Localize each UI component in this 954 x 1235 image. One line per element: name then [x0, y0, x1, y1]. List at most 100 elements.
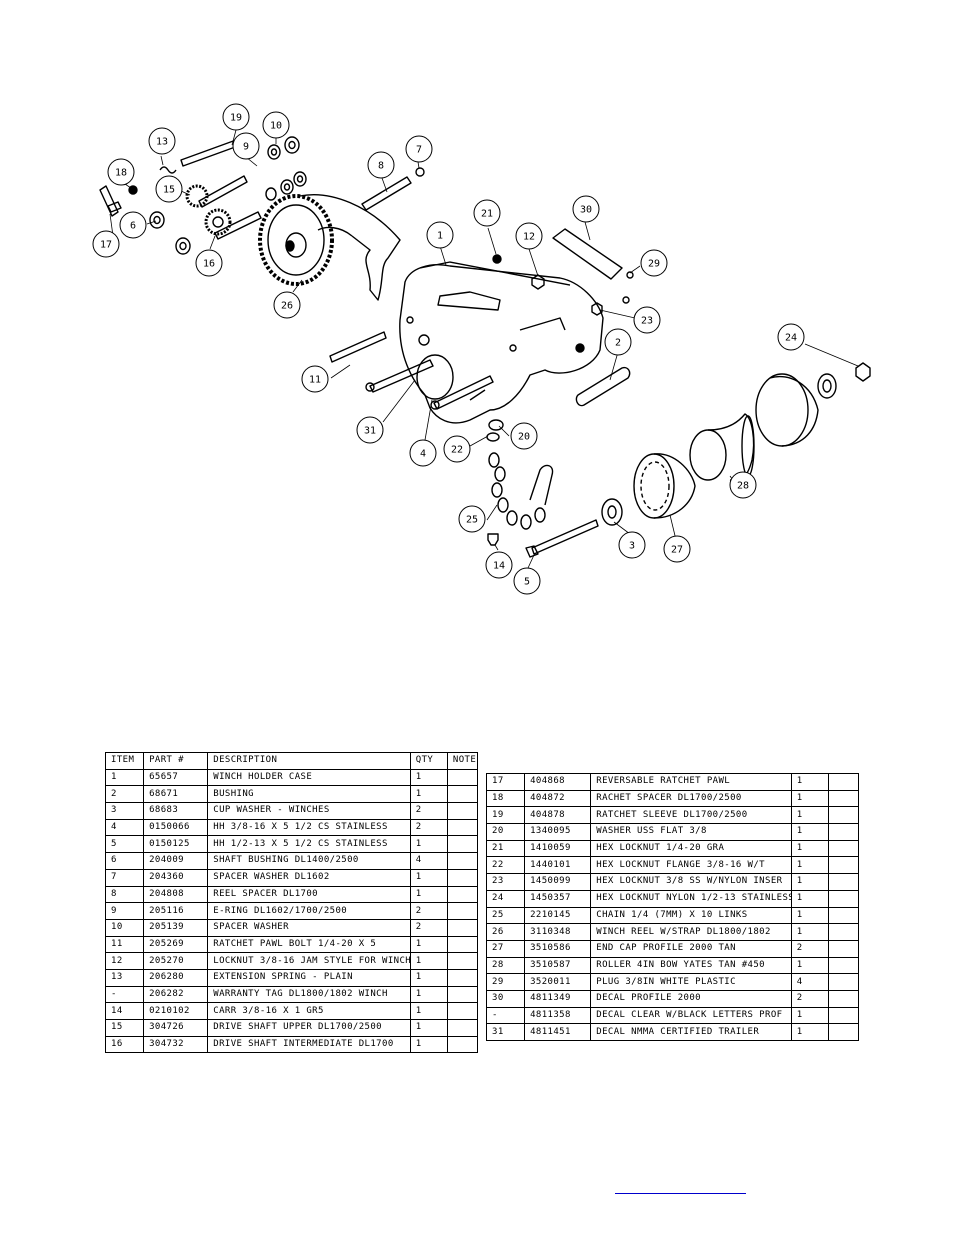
callout-circle	[155, 175, 183, 203]
callout-number: 1	[437, 231, 443, 242]
table-cell: 12	[104, 952, 145, 970]
callout-circle	[618, 531, 646, 559]
cup-washer-part	[601, 498, 623, 526]
table-cell: END CAP PROFILE 2000 TAN	[590, 939, 792, 958]
callout-number: 21	[481, 209, 493, 220]
callout-5: 5	[513, 567, 541, 595]
table-cell: PLUG 3/8IN WHITE PLASTIC	[590, 973, 792, 991]
table-cell: HEX LOCKNUT 1/4-20 GRA	[590, 839, 792, 858]
callout-circle	[409, 439, 437, 467]
table-cell: 1	[104, 768, 145, 787]
callout-3: 3	[618, 531, 646, 559]
table-cell: WASHER USS FLAT 3/8	[590, 823, 792, 841]
callout-circle	[426, 221, 454, 249]
column-header: PART #	[143, 752, 209, 770]
callout-number: 16	[203, 259, 215, 270]
long-bolt-part	[525, 519, 599, 558]
footer-link[interactable]	[615, 1183, 746, 1194]
table-cell: 304732	[143, 1035, 209, 1054]
callout-circle	[458, 505, 486, 533]
callout-circle	[572, 195, 600, 223]
callout-15: 15	[155, 175, 183, 203]
table-cell: 404878	[524, 806, 592, 825]
table-cell: -	[485, 1006, 526, 1025]
table-cell: 2	[409, 902, 448, 920]
table-cell: 9	[104, 902, 145, 920]
callout-circle	[640, 249, 668, 277]
table-cell	[827, 956, 860, 975]
table-cell: 21	[485, 839, 526, 858]
table-cell: 2210145	[524, 906, 592, 925]
winch-reel-part	[258, 194, 401, 301]
callout-number: 30	[580, 205, 592, 216]
table-cell: 1	[409, 1019, 448, 1037]
table-cell: 5	[104, 835, 145, 854]
table-cell: 68683	[143, 802, 209, 820]
callout-19: 19	[222, 103, 250, 131]
callout-circle	[107, 158, 135, 186]
callout-10: 10	[262, 111, 290, 139]
table-cell	[827, 773, 860, 791]
callout-number: 31	[364, 426, 376, 437]
table-cell: 205139	[143, 918, 209, 937]
table-cell: 1	[790, 873, 829, 891]
table-cell: 1	[409, 868, 448, 887]
callout-17: 17	[92, 230, 120, 258]
table-cell: 13	[104, 968, 145, 987]
table-cell	[827, 1023, 860, 1041]
table-cell: 26	[485, 923, 526, 941]
table-cell: REVERSABLE RATCHET PAWL	[590, 773, 792, 791]
callout-circle	[301, 365, 329, 393]
callout-1: 1	[426, 221, 454, 249]
table-cell: 3510587	[524, 956, 592, 975]
callout-circle	[515, 222, 543, 250]
table-cell	[446, 885, 479, 904]
table-cell: 1	[790, 1023, 829, 1041]
table-cell: 31	[485, 1023, 526, 1041]
table-cell	[446, 985, 479, 1004]
callout-circle	[663, 535, 691, 563]
callout-circle	[262, 111, 290, 139]
small-gears-part	[159, 166, 232, 236]
callout-29: 29	[640, 249, 668, 277]
callout-9: 9	[232, 132, 260, 160]
callout-number: 19	[230, 113, 242, 124]
callout-number: 3	[629, 541, 635, 552]
column-header: DESCRIPTION	[207, 752, 411, 770]
table-cell	[446, 935, 479, 954]
callout-number: 2	[615, 338, 621, 349]
table-cell: 1	[409, 768, 448, 787]
callout-13: 13	[148, 127, 176, 155]
table-cell: 0210102	[143, 1002, 209, 1020]
table-cell: DECAL PROFILE 2000	[590, 989, 792, 1008]
chain-part	[488, 452, 554, 530]
callout-circle	[222, 103, 250, 131]
callout-8: 8	[367, 151, 395, 179]
table-cell: HH 3/8-16 X 5 1/2 CS STAINLESS	[207, 818, 411, 837]
table-cell	[446, 1019, 479, 1037]
table-cell: 1	[409, 1002, 448, 1020]
table-cell: DRIVE SHAFT UPPER DL1700/2500	[207, 1019, 411, 1037]
table-cell: ROLLER 4IN BOW YATES TAN #450	[590, 956, 792, 975]
table-cell: HH 1/2-13 X 5 1/2 CS STAINLESS	[207, 835, 411, 854]
table-cell: 1440101	[524, 856, 592, 875]
table-cell: RATCHET PAWL BOLT 1/4-20 X 5	[207, 935, 411, 954]
table-cell: 29	[485, 973, 526, 991]
callout-2: 2	[604, 328, 632, 356]
bolts-part	[329, 331, 494, 410]
callout-12: 12	[515, 222, 543, 250]
table-cell	[827, 806, 860, 825]
